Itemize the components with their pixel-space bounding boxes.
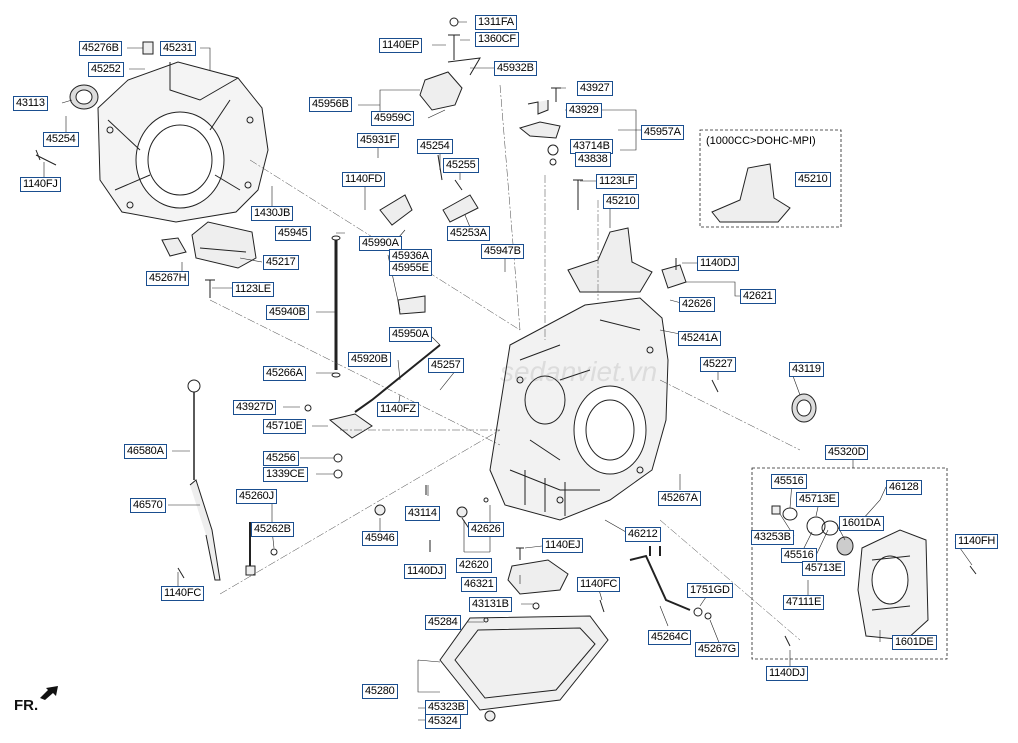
part-label-45710E[interactable]: 45710E	[263, 419, 306, 434]
part-label-47111E[interactable]: 47111E	[783, 595, 825, 610]
part-label-45257[interactable]: 45257	[428, 358, 464, 373]
part-label-45516-bottom[interactable]: 45516	[781, 548, 817, 563]
part-label-1140FC-mid[interactable]: 1140FC	[577, 577, 621, 592]
part-label-45920B[interactable]: 45920B	[348, 352, 391, 367]
oil-pan-drawing	[439, 615, 609, 711]
part-label-45210-mid[interactable]: 45210	[603, 194, 639, 209]
manual-shaft-drawing	[331, 235, 341, 378]
part-label-46212[interactable]: 46212	[625, 527, 661, 542]
part-label-1751GD[interactable]: 1751GD	[687, 583, 733, 598]
part-label-45264C[interactable]: 45264C	[648, 630, 692, 645]
part-label-45945[interactable]: 45945	[275, 226, 311, 241]
part-label-45227[interactable]: 45227	[700, 357, 736, 372]
part-label-45936A[interactable]: 45936A	[389, 249, 432, 264]
mount-bracket-drawing	[191, 221, 257, 269]
part-label-1123LE[interactable]: 1123LE	[232, 282, 274, 297]
part-label-43253B[interactable]: 43253B	[751, 530, 794, 545]
part-label-1140DJ-mid[interactable]: 1140DJ	[404, 564, 446, 579]
part-label-43119[interactable]: 43119	[789, 362, 824, 377]
part-label-45516-top[interactable]: 45516	[771, 474, 807, 489]
part-label-1140FJ[interactable]: 1140FJ	[20, 177, 61, 192]
part-label-1360CF[interactable]: 1360CF	[475, 32, 519, 47]
transaxle-case-drawing	[489, 297, 669, 521]
front-marker-label: FR.	[14, 697, 39, 714]
part-label-45323B[interactable]: 45323B	[425, 700, 468, 715]
part-label-43929[interactable]: 43929	[566, 103, 602, 118]
part-label-45940B[interactable]: 45940B	[266, 305, 309, 320]
part-label-1140EJ[interactable]: 1140EJ	[542, 538, 584, 553]
part-label-1140EP[interactable]: 1140EP	[379, 38, 423, 53]
part-label-46128[interactable]: 46128	[886, 480, 922, 495]
part-label-43131B[interactable]: 43131B	[469, 597, 512, 612]
part-label-45267A[interactable]: 45267A	[658, 491, 701, 506]
part-label-45266A[interactable]: 45266A	[263, 366, 306, 381]
part-label-1140FH[interactable]: 1140FH	[955, 534, 999, 549]
part-label-45950A[interactable]: 45950A	[389, 327, 432, 342]
part-label-45956B[interactable]: 45956B	[309, 97, 352, 112]
part-label-46570[interactable]: 46570	[130, 498, 166, 513]
part-label-45241A[interactable]: 45241A	[678, 331, 721, 346]
part-label-43114[interactable]: 43114	[405, 506, 440, 521]
part-label-45946[interactable]: 45946	[362, 531, 398, 546]
part-label-45932B[interactable]: 45932B	[494, 61, 537, 76]
part-label-1311FA[interactable]: 1311FA	[475, 15, 517, 30]
part-label-45276B[interactable]: 45276B	[79, 41, 122, 56]
part-label-45280[interactable]: 45280	[362, 684, 398, 699]
part-label-45957A[interactable]: 45957A	[641, 125, 684, 140]
part-label-1123LF[interactable]: 1123LF	[596, 174, 638, 189]
part-label-45324[interactable]: 45324	[425, 714, 461, 729]
part-label-45254-mid[interactable]: 45254	[417, 139, 453, 154]
watermark: sedanviet.vn	[500, 356, 658, 387]
part-label-1140FC-left[interactable]: 1140FC	[161, 586, 205, 601]
part-label-45713E-top[interactable]: 45713E	[796, 492, 839, 507]
part-label-45231[interactable]: 45231	[160, 41, 196, 56]
part-label-1140DJ-top[interactable]: 1140DJ	[697, 256, 739, 271]
part-label-43927[interactable]: 43927	[577, 81, 613, 96]
part-label-45260J[interactable]: 45260J	[236, 489, 277, 504]
part-label-45267G[interactable]: 45267G	[695, 642, 739, 657]
differential-seal-drawing	[791, 393, 817, 423]
part-label-45713E-bottom[interactable]: 45713E	[802, 561, 845, 576]
part-label-42626-bottom[interactable]: 42626	[468, 522, 504, 537]
part-label-43838[interactable]: 43838	[575, 152, 611, 167]
part-label-45262B[interactable]: 45262B	[251, 522, 294, 537]
variant-note: (1000CC>DOHC-MPI)	[706, 135, 816, 147]
part-label-42626-top[interactable]: 42626	[679, 297, 715, 312]
part-label-45210-box[interactable]: 45210	[795, 172, 831, 187]
oil-seal-drawing	[69, 84, 99, 110]
part-label-45253A[interactable]: 45253A	[447, 226, 490, 241]
part-label-45955E[interactable]: 45955E	[389, 261, 432, 276]
part-label-45947B[interactable]: 45947B	[481, 244, 524, 259]
part-label-1601DE[interactable]: 1601DE	[892, 635, 937, 650]
part-label-45256[interactable]: 45256	[263, 451, 299, 466]
part-label-42621[interactable]: 42621	[740, 289, 776, 304]
part-label-45959C[interactable]: 45959C	[371, 111, 415, 126]
front-arrow-icon	[40, 686, 58, 700]
part-label-46580A[interactable]: 46580A	[124, 444, 167, 459]
part-label-45284[interactable]: 45284	[425, 615, 461, 630]
part-label-45252[interactable]: 45252	[88, 62, 124, 77]
part-label-1140FZ[interactable]: 1140FZ	[377, 402, 419, 417]
part-label-1339CE[interactable]: 1339CE	[263, 467, 308, 482]
dipstick-drawing	[187, 379, 221, 581]
part-label-1430JB[interactable]: 1430JB	[251, 206, 294, 221]
part-label-45254-left[interactable]: 45254	[43, 132, 79, 147]
part-label-46321[interactable]: 46321	[461, 577, 497, 592]
part-label-43927D[interactable]: 43927D	[233, 400, 277, 415]
part-label-45255[interactable]: 45255	[443, 158, 479, 173]
part-label-45267H[interactable]: 45267H	[146, 271, 190, 286]
part-label-43113[interactable]: 43113	[13, 96, 48, 111]
shift-lever-drawing	[419, 17, 481, 111]
part-label-45990A[interactable]: 45990A	[359, 236, 402, 251]
part-label-42620[interactable]: 42620	[456, 558, 492, 573]
part-label-1140FD[interactable]: 1140FD	[342, 172, 386, 187]
side-cover-drawing	[857, 529, 929, 641]
part-label-45931F[interactable]: 45931F	[357, 133, 400, 148]
part-label-45320D[interactable]: 45320D	[825, 445, 869, 460]
part-label-1601DA[interactable]: 1601DA	[839, 516, 884, 531]
part-label-45217[interactable]: 45217	[263, 255, 299, 270]
part-label-1140DJ-bottom[interactable]: 1140DJ	[766, 666, 808, 681]
converter-housing-drawing	[97, 61, 269, 223]
